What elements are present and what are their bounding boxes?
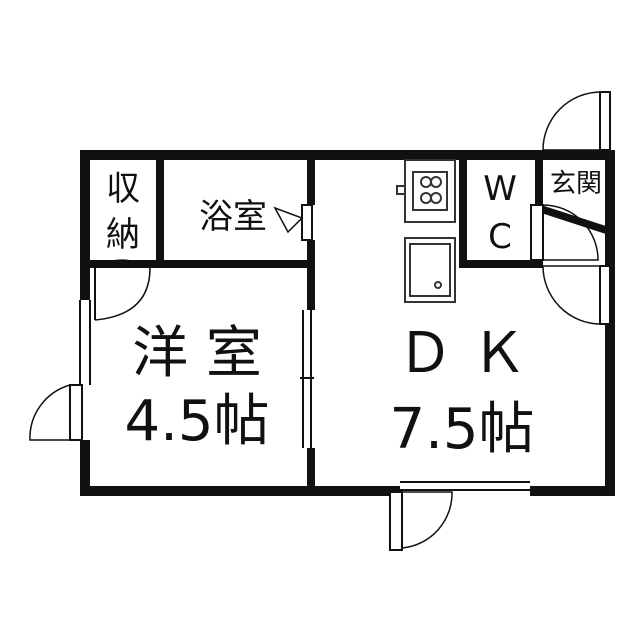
bath-label: 浴室 <box>199 197 267 237</box>
wall-bath-dk <box>307 150 315 205</box>
wall-upper-horizontal <box>80 260 315 268</box>
storage-door <box>94 259 151 321</box>
storage-label-2: 納 <box>106 215 140 255</box>
storage-label-1: 収 <box>106 169 140 209</box>
western-room-label: 洋 室 <box>132 321 262 386</box>
western-window <box>79 300 91 385</box>
wall-wc-right <box>535 150 543 205</box>
wall-storage-bath <box>156 150 164 260</box>
stove <box>396 159 456 223</box>
kitchen-sink <box>404 237 456 303</box>
wall-bath-dk-lower <box>307 240 315 310</box>
western-exterior-door <box>29 384 83 441</box>
western-room-size: 4.5帖 <box>124 389 269 454</box>
entrance-door <box>542 91 611 325</box>
dk-label: Ｄ Ｋ <box>397 321 527 386</box>
wall-top <box>80 150 615 160</box>
wall-left-lower <box>80 440 90 496</box>
sliding-door-western-dk <box>300 310 314 448</box>
wc-label-2: C <box>488 217 512 257</box>
wall-left-upper <box>80 150 90 300</box>
wall-wc-bottom <box>459 260 543 268</box>
wc-label-1: W <box>483 169 517 209</box>
dk-size: 7.5帖 <box>389 397 534 462</box>
wall-bottom-right <box>530 486 615 496</box>
entrance-label: 玄関 <box>550 169 602 199</box>
wall-bottom-left <box>80 486 400 496</box>
balcony-window <box>400 481 530 491</box>
wc-door <box>530 204 599 261</box>
entrance-step <box>535 203 612 236</box>
wall-wc-left <box>459 150 467 268</box>
bath-door <box>273 204 313 241</box>
balcony-door <box>389 491 453 551</box>
wall-western-dk <box>307 448 315 496</box>
